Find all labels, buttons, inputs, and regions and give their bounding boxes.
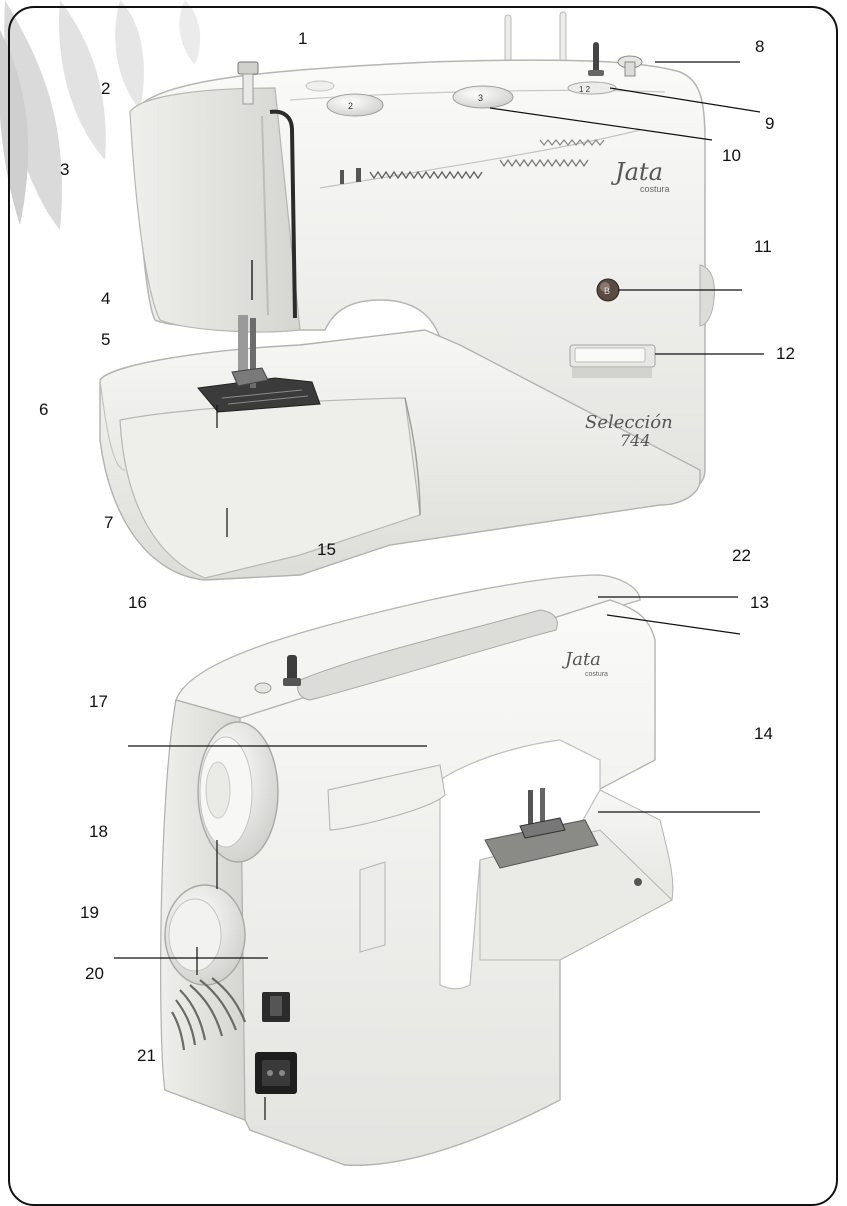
callout-19: 19 bbox=[80, 903, 99, 922]
callout-12: 12 bbox=[776, 344, 795, 363]
callout-9: 9 bbox=[765, 114, 775, 133]
callout-21: 21 bbox=[137, 1046, 156, 1065]
callout-1: 1 bbox=[298, 29, 308, 48]
callout-4: 4 bbox=[101, 289, 111, 308]
decorative-leaf-watermark bbox=[0, 0, 201, 230]
callout-18: 18 bbox=[89, 822, 108, 841]
callout-15: 15 bbox=[317, 540, 336, 559]
callout-13: 13 bbox=[750, 593, 769, 612]
front-brand-logo: Jata bbox=[610, 158, 663, 186]
front-brand-subtitle: costura bbox=[640, 184, 670, 194]
model-number: 744 bbox=[620, 431, 651, 450]
rear-brand-subtitle: costura bbox=[585, 671, 608, 678]
callout-3: 3 bbox=[60, 160, 70, 179]
callout-17: 17 bbox=[89, 692, 108, 711]
dial-left-value: 2 bbox=[348, 101, 353, 111]
callout-22: 22 bbox=[732, 546, 751, 565]
callout-11: 11 bbox=[754, 237, 772, 256]
callout-6: 6 bbox=[39, 400, 49, 419]
model-name: Selección bbox=[585, 412, 673, 433]
callout-14: 14 bbox=[754, 724, 773, 743]
callout-16: 16 bbox=[128, 593, 147, 612]
callout-10: 10 bbox=[722, 146, 741, 165]
callout-7: 7 bbox=[104, 513, 114, 532]
callout-2: 2 bbox=[101, 79, 111, 98]
rear-brand-logo: Jata bbox=[561, 649, 601, 670]
reverse-button-label: B bbox=[604, 286, 610, 296]
winder-values: 1 2 bbox=[579, 85, 591, 94]
callout-5: 5 bbox=[101, 330, 111, 349]
callout-20: 20 bbox=[85, 964, 104, 983]
dial-right-value: 3 bbox=[478, 93, 483, 103]
callout-8: 8 bbox=[755, 37, 765, 56]
sewing-machine-front-illustration: Jata costura Selección 744 2 3 1 2 B bbox=[99, 11, 764, 1166]
